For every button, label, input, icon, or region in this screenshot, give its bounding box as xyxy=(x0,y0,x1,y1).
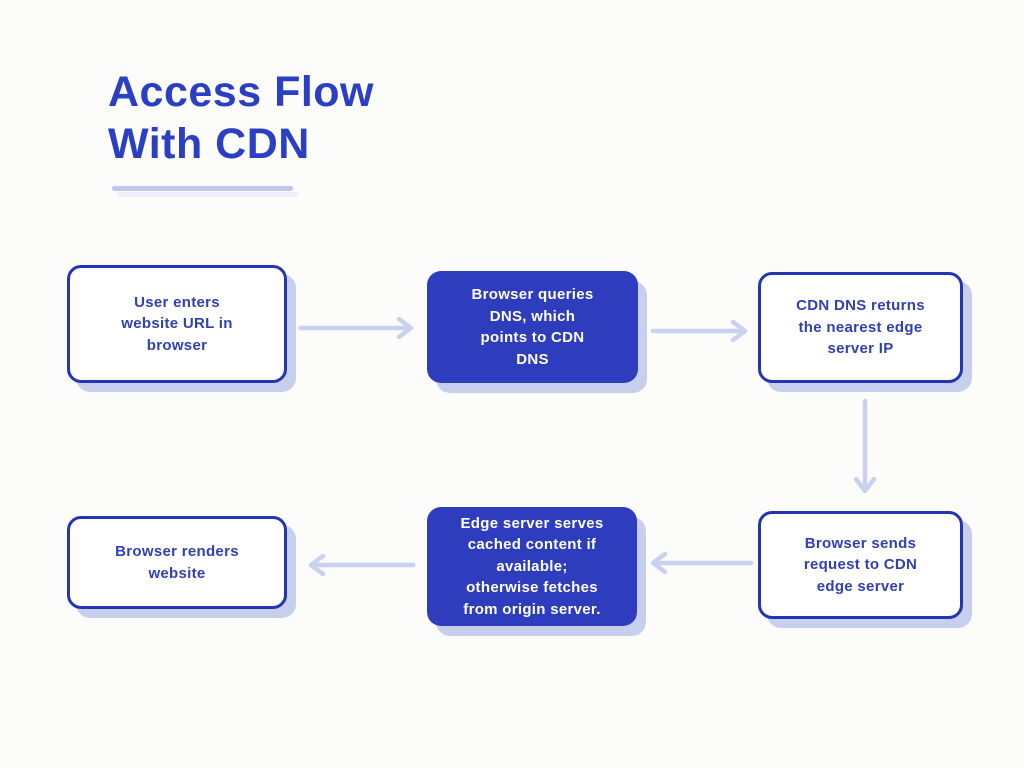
node-label: Browser sends request to CDN edge server xyxy=(803,534,918,595)
node-browser-queries-dns: Browser queries DNS, which points to CDN… xyxy=(427,271,638,383)
arrow-step4-to-step5-left-icon xyxy=(642,550,756,576)
node-browser-renders-website: Browser renders website xyxy=(67,516,287,609)
node-browser-sends-request: Browser sends request to CDN edge server xyxy=(758,511,963,619)
node-label: User enters website URL in browser xyxy=(121,293,233,354)
arrow-step2-to-step3-right-icon xyxy=(648,318,758,344)
node-user-enters-url: User enters website URL in browser xyxy=(67,265,287,383)
node-label: CDN DNS returns the nearest edge server … xyxy=(796,297,925,358)
node-cdn-dns-returns-ip: CDN DNS returns the nearest edge server … xyxy=(758,272,963,383)
title-underline xyxy=(112,186,293,191)
arrow-step3-to-step4-down-icon xyxy=(852,396,878,502)
node-label: Browser queries DNS, which points to CDN… xyxy=(471,286,594,368)
arrow-step5-to-step6-left-icon xyxy=(300,552,418,578)
page-title: Access Flow With CDN xyxy=(108,68,374,168)
node-label: Edge server serves cached content if ava… xyxy=(460,514,604,618)
node-edge-server-serves: Edge server serves cached content if ava… xyxy=(427,507,637,626)
arrow-step1-to-step2-right-icon xyxy=(296,315,424,341)
node-label: Browser renders website xyxy=(115,543,239,582)
